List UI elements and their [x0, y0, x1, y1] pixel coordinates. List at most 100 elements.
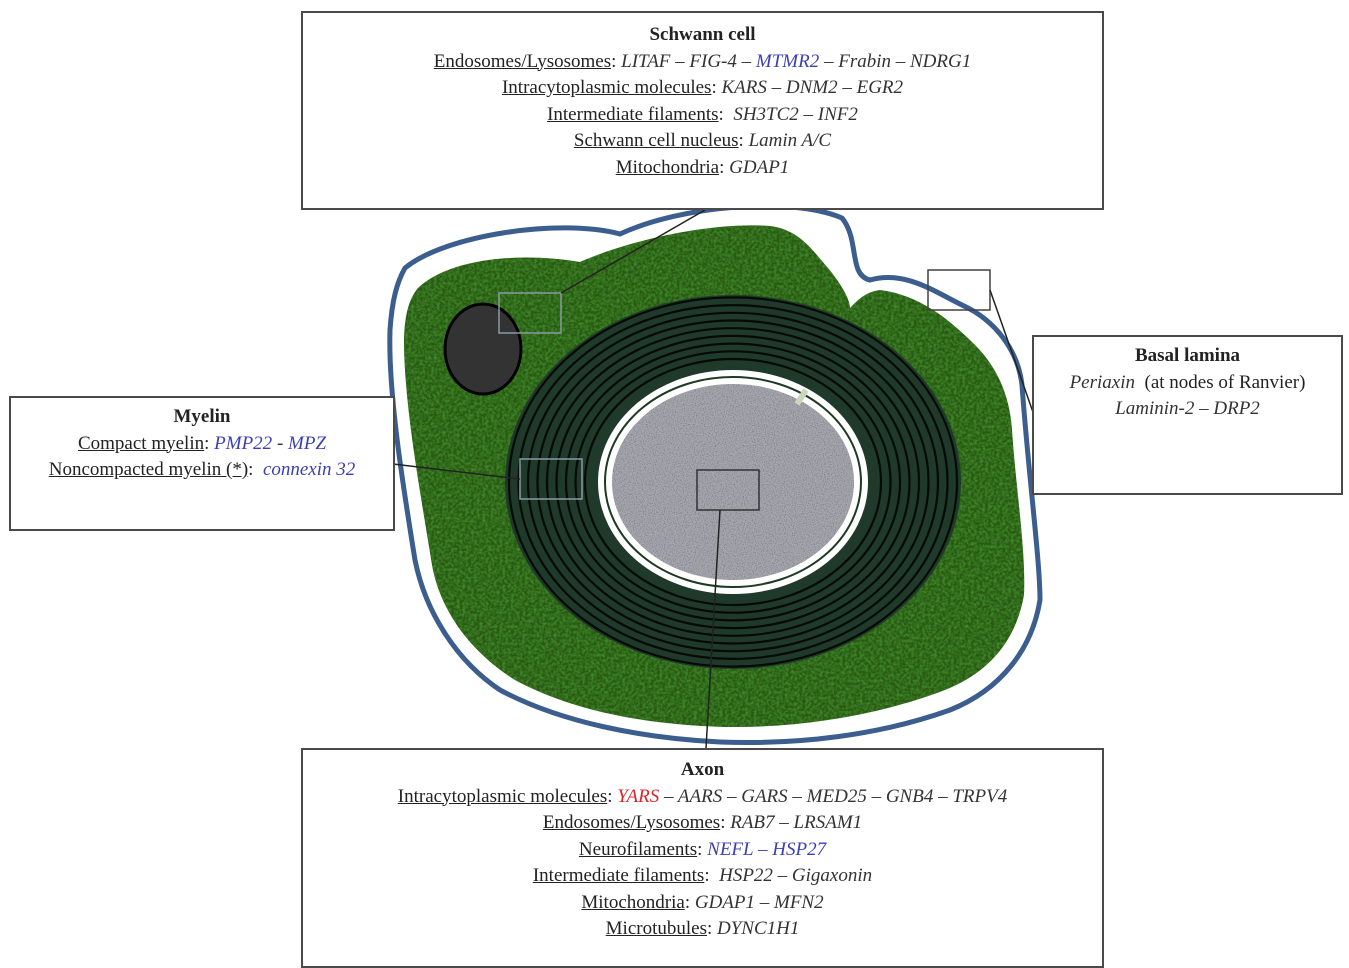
category-label: Intracytoplasmic molecules — [397, 785, 608, 807]
gene-name: MTMR2 — [755, 50, 820, 72]
gene-name: SH3TC2 — [733, 103, 799, 125]
label-separator: : — [684, 891, 695, 913]
gene-name: EGR2 — [856, 77, 904, 98]
gene-name: – — [891, 50, 910, 72]
category-label: Compact myelin — [77, 432, 205, 454]
legend-line: Intermediate filaments: SH3TC2 – INF2 — [303, 102, 1102, 129]
myelin-lamella — [545, 327, 921, 637]
category-label: Neurofilaments — [578, 838, 698, 860]
myelin-lamella — [526, 311, 940, 653]
gene-name: – — [736, 50, 756, 72]
myelin-lamella — [564, 342, 902, 622]
schwann-cell-lines: Endosomes/Lysosomes: LITAF – FIG-4 – MTM… — [303, 49, 1102, 182]
gene-name: – — [753, 838, 773, 860]
gene-name: – — [837, 77, 857, 98]
gene-name: – — [659, 785, 678, 807]
basal-lamina-box: Basal lamina Periaxin (at nodes of Ranvi… — [1032, 335, 1343, 495]
myelin-lamellae — [507, 296, 959, 668]
legend-line: Mitochondria: GDAP1 – MFN2 — [303, 890, 1102, 917]
gene-name: – — [819, 50, 839, 72]
gene-name: LITAF — [621, 50, 671, 72]
gene-name: YARS — [617, 785, 660, 807]
legend-line: Periaxin (at nodes of Ranvier) — [1034, 370, 1341, 397]
myelin-lamella — [507, 296, 959, 668]
gene-name: Lamin A/C — [748, 130, 832, 151]
label-separator: : — [697, 838, 708, 860]
basal-lamina-title: Basal lamina — [1134, 345, 1241, 366]
gene-name: DYNC1H1 — [717, 918, 800, 939]
label-separator: : — [718, 103, 734, 125]
gene-name: Periaxin — [1069, 371, 1135, 393]
label-separator: : — [607, 785, 618, 807]
gene-name: Gigaxonin — [791, 865, 873, 886]
gene-name: – — [933, 785, 953, 807]
gene-name: AARS — [677, 785, 723, 807]
label-separator: : — [248, 459, 263, 480]
gene-name: – — [755, 891, 774, 913]
axon-axoplasm — [612, 384, 854, 580]
myelin-inner-tongue — [794, 388, 809, 406]
label-separator: : — [706, 918, 717, 939]
category-label: Intracytoplasmic molecules — [501, 77, 712, 98]
gene-name: DRP2 — [1213, 398, 1260, 419]
myelin-lamella — [536, 319, 930, 645]
axon-connector — [705, 509, 721, 749]
gene-name: GARS — [741, 785, 788, 807]
legend-line: Microtubules: DYNC1H1 — [303, 916, 1102, 943]
legend-line: Noncompacted myelin (*): connexin 32 — [11, 457, 393, 484]
myelin-lamella — [555, 334, 911, 630]
gene-name: HSP27 — [772, 838, 827, 860]
gene-name: – — [787, 785, 807, 807]
axon-lines: Intracytoplasmic molecules: YARS – AARS … — [303, 784, 1102, 943]
gene-name: – — [772, 865, 792, 886]
category-label: Noncompacted myelin (*) — [48, 459, 249, 480]
legend-line: Endosomes/Lysosomes: RAB7 – LRSAM1 — [303, 810, 1102, 837]
schwann-connector — [560, 209, 706, 294]
myelin-lamella — [583, 357, 883, 607]
label-separator: : — [720, 812, 731, 833]
category-label: Endosomes/Lysosomes — [542, 812, 721, 833]
label-separator: : — [611, 50, 622, 72]
gene-name: – — [766, 77, 786, 98]
axon-title: Axon — [680, 759, 725, 780]
legend-line: Intracytoplasmic molecules: KARS – DNM2 … — [303, 75, 1102, 102]
gene-name: MFN2 — [774, 891, 824, 913]
schwann-cell-box: Schwann cell Endosomes/Lysosomes: LITAF … — [301, 11, 1104, 210]
legend-line: Laminin-2 – DRP2 — [1034, 396, 1341, 423]
schwann-cell-title: Schwann cell — [649, 24, 756, 45]
gene-name: – — [798, 103, 818, 125]
gene-name: – — [722, 785, 742, 807]
gene-name: NDRG1 — [910, 50, 972, 72]
gene-name: KARS — [721, 77, 767, 98]
category-label: Microtubules — [605, 918, 707, 939]
label-separator: : — [204, 432, 215, 454]
myelin-lamella — [517, 304, 949, 660]
gene-name: GDAP1 — [694, 891, 755, 913]
note-text: (at nodes of Ranvier) — [1135, 371, 1306, 393]
axon-box: Axon Intracytoplasmic molecules: YARS – … — [301, 748, 1104, 968]
gene-name: MED25 — [806, 785, 867, 807]
schwann-zoom-rect — [498, 292, 562, 334]
gene-name: INF2 — [817, 103, 858, 125]
category-label: Mitochondria — [581, 891, 685, 913]
gene-name: LRSAM1 — [793, 812, 863, 833]
legend-line: Mitochondria: GDAP1 — [303, 155, 1102, 182]
myelin-connector — [392, 463, 521, 480]
category-label: Endosomes/Lysosomes — [433, 50, 612, 72]
label-separator: : — [719, 156, 730, 178]
gene-name: TRPV4 — [952, 785, 1008, 807]
legend-line: Endosomes/Lysosomes: LITAF – FIG-4 – MTM… — [303, 49, 1102, 76]
gene-name: GNB4 — [885, 785, 934, 807]
legend-line: Compact myelin: PMP22 - MPZ — [11, 431, 393, 458]
label-separator: : — [704, 865, 720, 886]
category-label: Intermediate filaments — [532, 865, 705, 886]
myelin-title: Myelin — [173, 406, 231, 427]
myelin-lamella — [574, 350, 892, 614]
category-label: Mitochondria — [615, 156, 720, 178]
legend-line: Schwann cell nucleus: Lamin A/C — [303, 128, 1102, 155]
gene-name: – — [670, 50, 690, 72]
gene-name: PMP22 — [214, 432, 273, 454]
